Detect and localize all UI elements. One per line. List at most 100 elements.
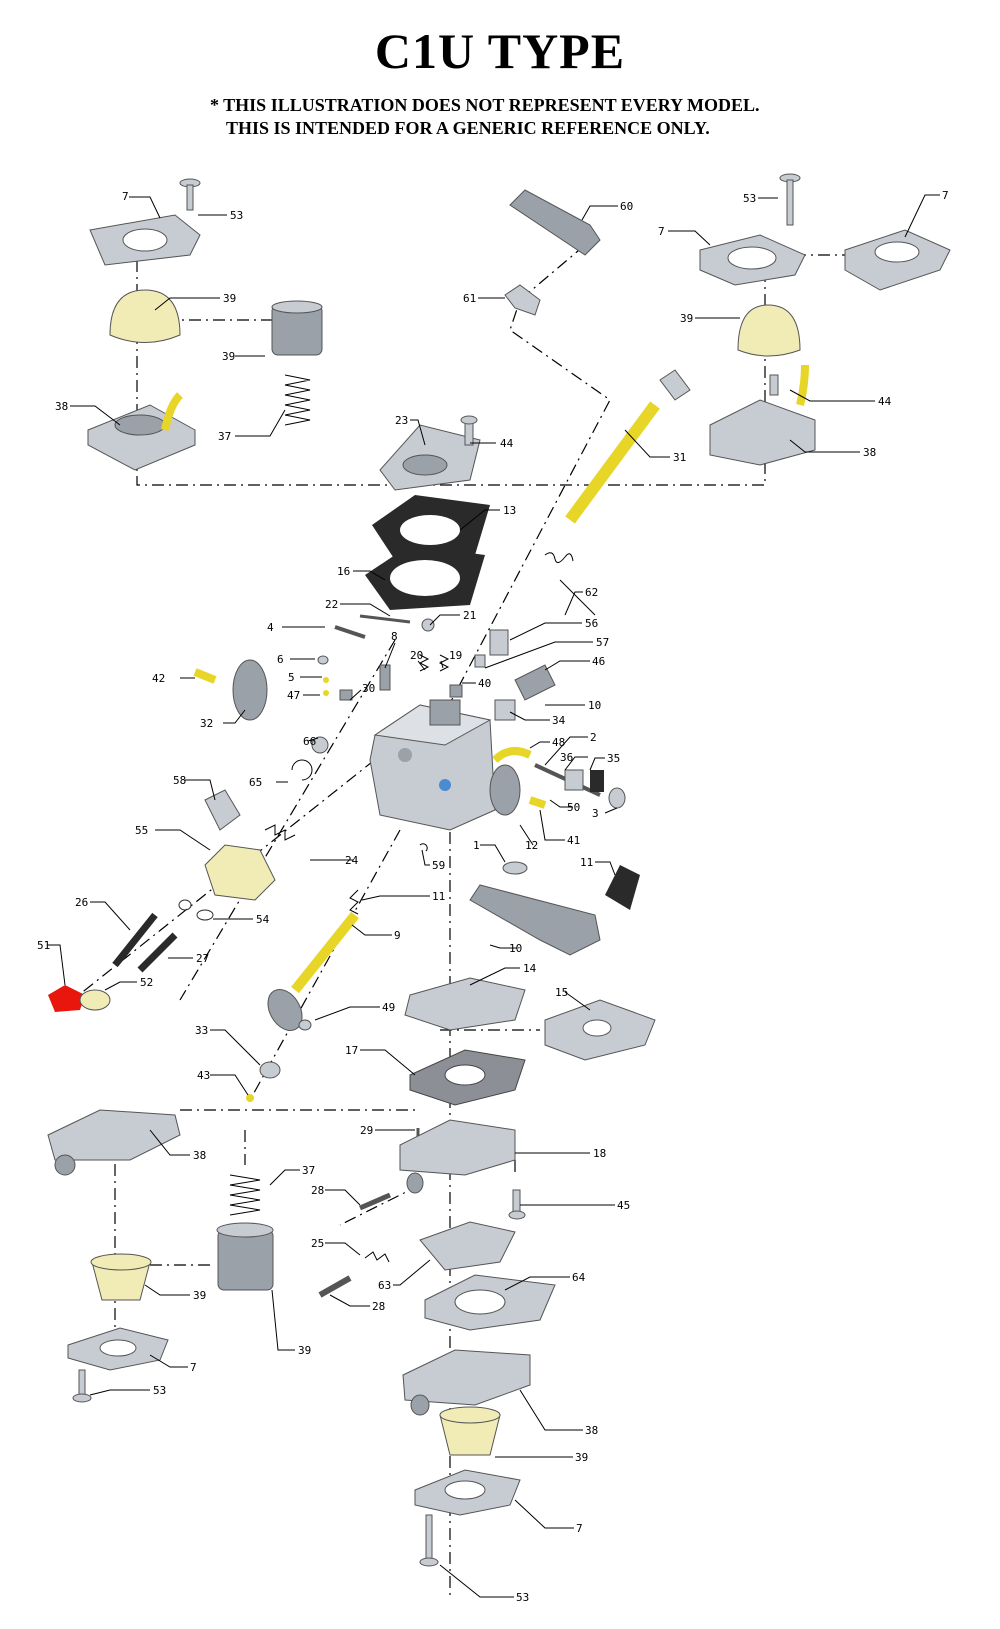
label-23: 23: [395, 414, 408, 427]
primer-bulb-39-lower-center: [439, 1406, 501, 1456]
choke-shaft-9: [267, 889, 359, 1031]
pump-cover-38-top-left: [87, 392, 196, 471]
screw-53-lower-left: [72, 1369, 92, 1403]
pump-body-38-lower-left: [47, 1109, 181, 1176]
gasket-7-lower-left: [67, 1327, 169, 1371]
label-42: 42: [152, 672, 165, 685]
disclaimer-line-2: THIS IS INTENDED FOR A GENERIC REFERENCE…: [226, 118, 710, 138]
needle-28-b: [318, 1275, 352, 1298]
label-63: 63: [378, 1279, 391, 1292]
label-28: 28: [372, 1300, 385, 1313]
label-18: 18: [593, 1147, 606, 1160]
label-10: 10: [509, 942, 522, 955]
label-11: 11: [580, 856, 593, 869]
pump-body-18: [399, 1119, 516, 1194]
label-22: 22: [325, 598, 338, 611]
label-41: 41: [567, 834, 580, 847]
label-62: 62: [585, 586, 598, 599]
label-32: 32: [200, 717, 213, 730]
label-30: 30: [362, 682, 375, 695]
diaphragm-63: [419, 1221, 516, 1271]
primer-bulb-39-top-right: [737, 304, 801, 357]
o-rings-54: [178, 899, 214, 921]
gasket-7-lower-center: [414, 1469, 521, 1516]
label-39: 39: [680, 312, 693, 325]
label-37: 37: [218, 430, 231, 443]
label-51: 51: [37, 939, 50, 952]
label-44: 44: [500, 437, 514, 450]
screw-53-lower-center: [419, 1514, 439, 1567]
spring-37-lower: [229, 1174, 261, 1216]
screw-42: [193, 668, 217, 684]
plug-1: [502, 861, 528, 875]
label-25: 25: [311, 1237, 324, 1250]
needle-28-a: [359, 1192, 391, 1211]
small-parts-upper: [317, 614, 516, 721]
leader-lines: [47, 194, 940, 1598]
cap-51: [48, 985, 85, 1012]
label-4: 4: [267, 621, 274, 634]
label-60: 60: [620, 200, 633, 213]
label-61: 61: [463, 292, 476, 305]
label-38: 38: [863, 446, 876, 459]
label-21: 21: [463, 609, 476, 622]
label-35: 35: [607, 752, 620, 765]
label-10: 10: [588, 699, 601, 712]
label-17: 17: [345, 1044, 358, 1057]
label-52: 52: [140, 976, 153, 989]
label-7: 7: [658, 225, 665, 238]
springs-24: [264, 824, 296, 841]
label-13: 13: [503, 504, 516, 517]
primer-bulb-39-lower-left: [90, 1253, 152, 1301]
disk-32: [232, 659, 268, 721]
needles-26-27: [112, 912, 178, 973]
label-11: 11: [432, 890, 445, 903]
label-2: 2: [590, 731, 597, 744]
screw-44-center: [460, 415, 478, 446]
gasket-64: [424, 1274, 556, 1331]
primer-cup-39-lower: [216, 1222, 274, 1291]
label-37: 37: [302, 1164, 315, 1177]
label-5: 5: [288, 671, 295, 684]
spring-37-top: [284, 374, 311, 426]
label-58: 58: [173, 774, 186, 787]
label-29: 29: [360, 1124, 373, 1137]
label-24: 24: [345, 854, 359, 867]
label-50: 50: [567, 801, 580, 814]
clip-11-right: [605, 865, 640, 910]
gasket-16: [365, 545, 485, 610]
gasket-15: [544, 999, 656, 1061]
label-57: 57: [596, 636, 609, 649]
label-26: 26: [75, 896, 88, 909]
label-53: 53: [153, 1384, 166, 1397]
label-47: 47: [287, 689, 300, 702]
pump-cover-38-top-right: [709, 364, 816, 466]
label-39: 39: [298, 1344, 311, 1357]
label-53: 53: [230, 209, 243, 222]
label-28: 28: [311, 1184, 324, 1197]
label-65: 65: [249, 776, 262, 789]
gasket-7-top-right-b: [844, 229, 951, 291]
label-3: 3: [592, 807, 599, 820]
label-38: 38: [55, 400, 68, 413]
label-7: 7: [122, 190, 129, 203]
label-14: 14: [523, 962, 537, 975]
label-31: 31: [673, 451, 686, 464]
screw-53-top-right: [779, 173, 801, 226]
label-20: 20: [410, 649, 423, 662]
label-12: 12: [525, 839, 538, 852]
label-39: 39: [223, 292, 236, 305]
label-1: 1: [473, 839, 480, 852]
throttle-lever-10: [469, 884, 601, 956]
label-16: 16: [337, 565, 350, 578]
gasket-7-top-right-a: [699, 234, 806, 286]
label-53: 53: [743, 192, 756, 205]
label-27: 27: [196, 952, 209, 965]
label-39: 39: [222, 350, 235, 363]
label-48: 48: [552, 736, 565, 749]
primer-bulb-39-top-left: [109, 289, 181, 343]
spring-59: [419, 843, 428, 852]
screw-45: [508, 1189, 526, 1220]
label-56: 56: [585, 617, 598, 630]
